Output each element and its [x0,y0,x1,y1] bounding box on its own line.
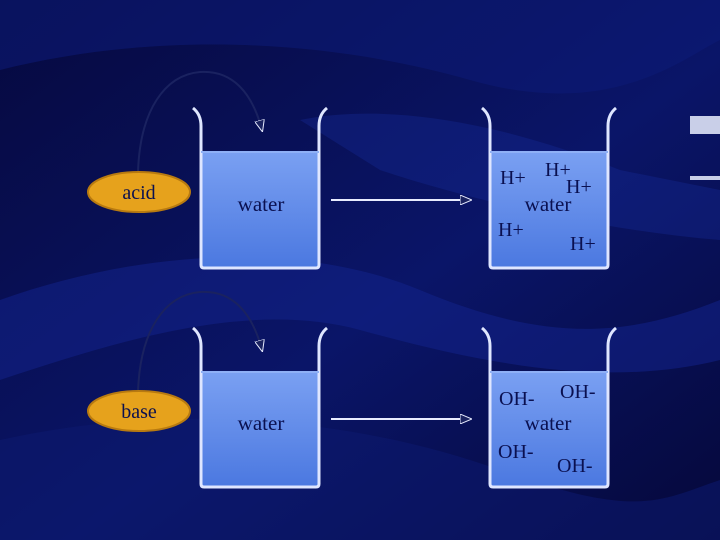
ion-label: OH- [499,388,535,410]
edge-bar [690,116,720,134]
ion-label: H+ [570,233,596,255]
water-label: water [238,411,285,435]
edge-bar [690,176,720,180]
base-label: base [121,401,157,423]
water-label: water [238,192,285,216]
acid-label: acid [122,182,155,204]
ion-label: OH- [557,455,593,477]
result-water-label: water [525,192,572,216]
ion-label: H+ [498,219,524,241]
ion-label: H+ [500,167,526,189]
ion-label: OH- [498,441,534,463]
ion-label: H+ [566,176,592,198]
result-water-label: water [525,411,572,435]
ion-label: OH- [560,381,596,403]
